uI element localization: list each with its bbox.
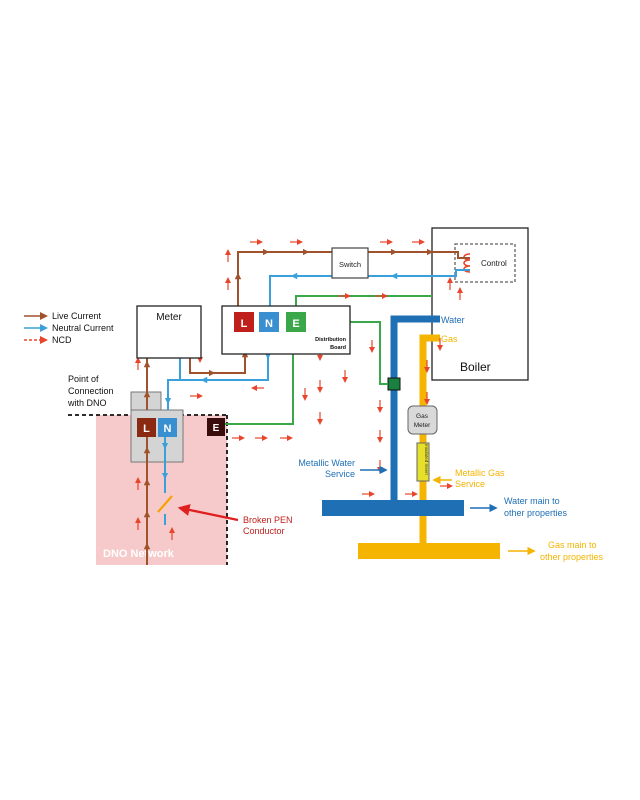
water-pipe (322, 315, 464, 516)
dno-terminals: L N E (137, 418, 225, 437)
control-label: Control (481, 259, 507, 268)
distribution-board: L N E Distribution Board (221, 305, 351, 355)
legend: Live Current Neutral Current NCD (24, 311, 114, 345)
point-of-connection-line-3: with DNO (67, 398, 107, 408)
broken-pen-pointer-arrow (177, 504, 239, 522)
db-terminal-l (234, 312, 254, 332)
water-main-line-1: Water main to (504, 496, 560, 506)
dno-terminal-e-label: E (213, 423, 220, 434)
broken-pen-label-1: Broken PEN (243, 515, 293, 525)
broken-pen-label-2: Conductor (243, 526, 285, 536)
dno-network-label: DNO Network (103, 548, 175, 560)
gas-pipe: Gas Meter Insulated Insert (358, 334, 500, 559)
db-terminal-n (259, 312, 279, 332)
gas-main-line-1: Gas main to (548, 540, 597, 550)
ncd-arrows (135, 239, 463, 540)
point-of-connection-line-1: Point of (68, 374, 99, 384)
gas-meter-label-2: Meter (414, 422, 431, 429)
gas-label: Gas (441, 334, 458, 344)
switch: Switch (331, 247, 369, 279)
dno-terminal-l-label: L (143, 423, 150, 435)
water-earth-clamp (387, 377, 401, 391)
water-main: Water main to other properties (470, 496, 568, 518)
metallic-water-service: Metallic Water Service (298, 458, 388, 479)
dno-terminal-n-label: N (164, 423, 172, 435)
metallic-gas-service-line-2: Service (455, 479, 485, 489)
distribution-board-label-2: Board (330, 345, 346, 351)
metallic-water-service-line-1: Metallic Water (298, 458, 355, 468)
meter: Meter (136, 305, 202, 359)
water-label: Water (441, 315, 465, 325)
insulated-insert: Insulated Insert (416, 442, 430, 482)
metallic-water-service-line-2: Service (325, 469, 355, 479)
db-terminal-n-label: N (265, 318, 273, 330)
gas-main-line-2: other properties (540, 552, 604, 562)
meter-label: Meter (156, 312, 182, 323)
dno-terminal-e (207, 418, 225, 436)
broken-pen-conductor: Broken PEN Conductor (157, 495, 293, 536)
legend-ncd-label: NCD (52, 335, 72, 345)
live-arrows (143, 248, 434, 552)
boiler-label: Boiler (460, 360, 491, 374)
point-of-connection-line-2: Connection (68, 386, 114, 396)
gas-main: Gas main to other properties (508, 540, 604, 562)
switch-label: Switch (339, 260, 361, 269)
db-terminal-e-label: E (292, 318, 299, 330)
neutral-arrows (161, 272, 400, 480)
dno-terminal-l (137, 418, 156, 437)
metallic-gas-service: Metallic Gas Service (432, 468, 505, 489)
boiler: Control Boiler Water Gas (431, 227, 529, 381)
water-main-line-2: other properties (504, 508, 568, 518)
distribution-board-label-1: Distribution (315, 337, 346, 343)
gas-meter-label-1: Gas (416, 413, 429, 420)
insulated-insert-label: Insulated Insert (424, 444, 429, 476)
dno-terminal-n (158, 418, 177, 437)
db-terminal-l-label: L (241, 318, 248, 330)
broken-pen-segment (157, 495, 173, 513)
gas-meter: Gas Meter (407, 405, 438, 435)
legend-live-label: Live Current (52, 311, 102, 321)
legend-neutral-label: Neutral Current (52, 323, 114, 333)
point-of-connection-label: Point of Connection with DNO (67, 374, 114, 408)
db-terminal-e (286, 312, 306, 332)
metallic-gas-service-line-1: Metallic Gas (455, 468, 505, 478)
